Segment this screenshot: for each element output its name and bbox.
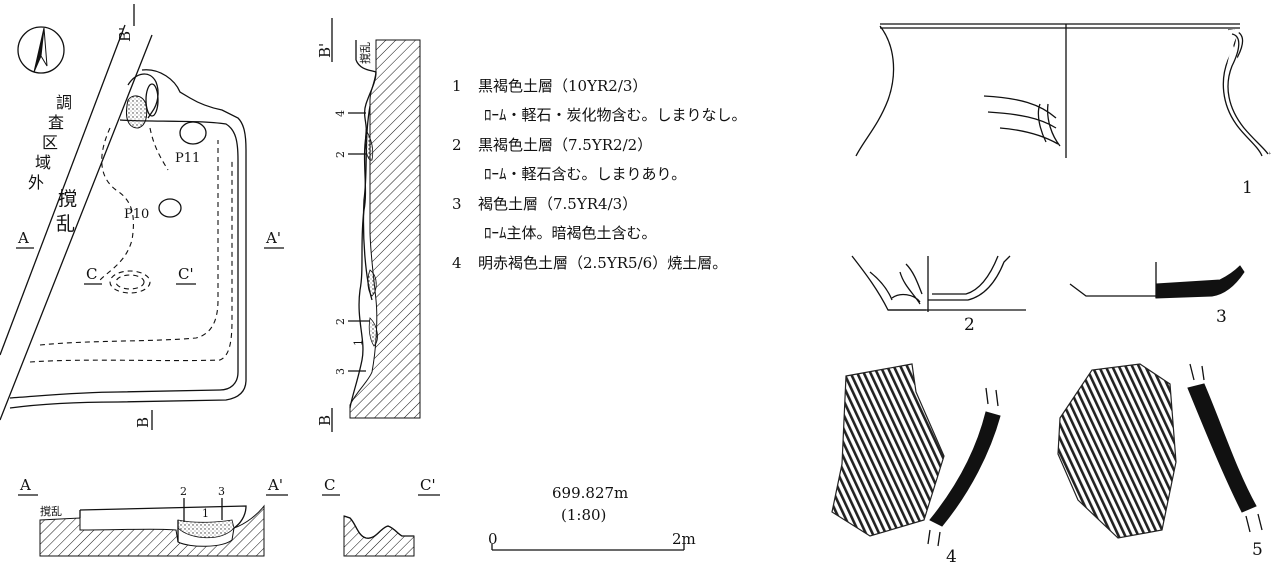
artifact-2-number: 2 (964, 315, 975, 335)
marker-a: A (17, 229, 29, 247)
marker-b-prime-text: B' (116, 27, 134, 42)
legend-3-name: 褐色土層（7.5YR4/3） (478, 195, 637, 213)
legend-2-name: 黒褐色土層（7.5YR2/2） (478, 136, 652, 154)
dashed-feature-2 (149, 127, 169, 171)
artifact-4-sherd: 4 (831, 363, 1001, 567)
artifact-4-number: 4 (946, 547, 957, 564)
section-cc-left-label: C (324, 476, 335, 494)
outside-area-char-5: 外 (28, 173, 44, 192)
legend-4-num: 4 (452, 254, 462, 272)
scale-ratio: (1:80) (561, 506, 606, 524)
section-bb-ground (349, 39, 421, 419)
marker-c-prime: C' (178, 265, 194, 283)
pit-p10 (158, 198, 182, 218)
hearth-stone (145, 83, 159, 117)
section-bb-bottom-label: B (316, 415, 334, 426)
section-cc-right-label: C' (420, 476, 436, 494)
marker-a-prime: A' (265, 229, 281, 247)
section-bb-burnt (365, 128, 374, 161)
outside-area-char-4: 域 (35, 153, 51, 172)
pit-p11 (179, 121, 207, 145)
legend-1-num: 1 (452, 77, 462, 95)
section-cc: C C' (322, 476, 440, 557)
section-aa-layer-2: 2 (180, 485, 187, 498)
plan-view: 調 査 区 域 外 撹 乱 P11 P10 A A' C (0, 4, 284, 430)
section-bb-layer-1: 1 (352, 339, 365, 346)
section-bb-burnt-2 (367, 269, 377, 297)
legend-4-name: 明赤褐色土層（2.5YR5/6）焼土層。 (478, 254, 727, 272)
legend-1-name: 黒褐色土層（10YR2/3） (478, 77, 647, 95)
dashed-small-pit (115, 274, 145, 290)
marker-c: C (86, 265, 97, 283)
pit-outline-inner (9, 119, 239, 399)
section-bb-layer-3: 3 (334, 368, 347, 375)
marker-b-prime: B' (116, 27, 134, 42)
scale-end: 2m (672, 530, 696, 548)
plan-disturbed-char-2: 乱 (56, 213, 75, 235)
scale-elevation: 699.827m (552, 484, 628, 502)
pit-p10-label: P10 (124, 207, 149, 222)
section-bb-layer-2b: 2 (334, 318, 347, 325)
artifact-2-base: 2 (851, 255, 1026, 335)
hearth-area (125, 95, 148, 129)
section-aa-layer-3: 3 (218, 485, 225, 498)
section-bb: B' B 撹乱 4 2 2 1 3 (316, 18, 421, 432)
boundary-line-inner (0, 34, 153, 421)
artifact-1-number: 1 (1242, 178, 1253, 198)
scale-start: 0 (488, 530, 498, 548)
section-bb-layer-4: 4 (334, 110, 347, 117)
boundary-line-outer (0, 24, 126, 356)
artifact-1-jar: 1 (855, 23, 1271, 198)
marker-b: B (134, 417, 152, 428)
pit-bulge (127, 73, 159, 119)
dashed-feature-4 (29, 160, 233, 363)
section-aa-right-label: A' (267, 476, 283, 494)
layer-legend: 1 黒褐色土層（10YR2/3） ﾛｰﾑ・軽石・炭化物含む。しまりなし。 2 黒… (452, 77, 747, 272)
legend-1-desc: ﾛｰﾑ・軽石・炭化物含む。しまりなし。 (484, 106, 747, 124)
section-aa-left-label: A (19, 476, 31, 494)
pit-outline-outer (9, 69, 247, 409)
section-bb-layer-2a: 2 (334, 151, 347, 158)
artifact-5-number: 5 (1252, 540, 1263, 560)
section-bb-top-label: B' (316, 43, 334, 58)
legend-2-desc: ﾛｰﾑ・軽石含む。しまりあり。 (484, 165, 686, 183)
dashed-small-pit-outer (109, 270, 151, 294)
artifact-3-base: 3 (1069, 262, 1245, 327)
section-aa-ground (39, 504, 265, 557)
section-aa-surface (79, 505, 247, 529)
section-bb-disturbed-label: 撹乱 (358, 42, 372, 64)
plan-disturbed-char-1: 撹 (58, 188, 77, 210)
outside-area-char-1: 調 (56, 93, 72, 112)
section-aa-burnt (177, 519, 235, 539)
pit-p11-label: P11 (175, 151, 200, 166)
artifact-3-number: 3 (1216, 307, 1227, 327)
section-aa: A A' 撹乱 2 3 1 (18, 476, 288, 557)
marker-b-text: B (134, 417, 152, 428)
north-arrow-icon (17, 26, 65, 74)
artifact-5-sherd: 5 (1057, 363, 1263, 560)
outside-area-char-2: 査 (48, 113, 64, 132)
section-cc-profile (343, 515, 414, 539)
legend-3-num: 3 (452, 195, 462, 213)
section-aa-disturbed-label: 撹乱 (40, 504, 62, 518)
outside-area-label: 調 査 区 域 外 (28, 93, 72, 192)
legend-3-desc: ﾛｰﾑ主体。暗褐色土含む。 (484, 224, 657, 242)
section-bb-burnt-3 (368, 317, 378, 347)
legend-2-num: 2 (452, 136, 462, 154)
section-aa-layer-1: 1 (202, 507, 209, 520)
dashed-feature-1 (99, 127, 134, 281)
outside-area-char-3: 区 (42, 133, 58, 152)
dashed-feature-3 (39, 140, 219, 346)
scale-bar: 699.827m (1:80) 0 2m (488, 484, 696, 551)
